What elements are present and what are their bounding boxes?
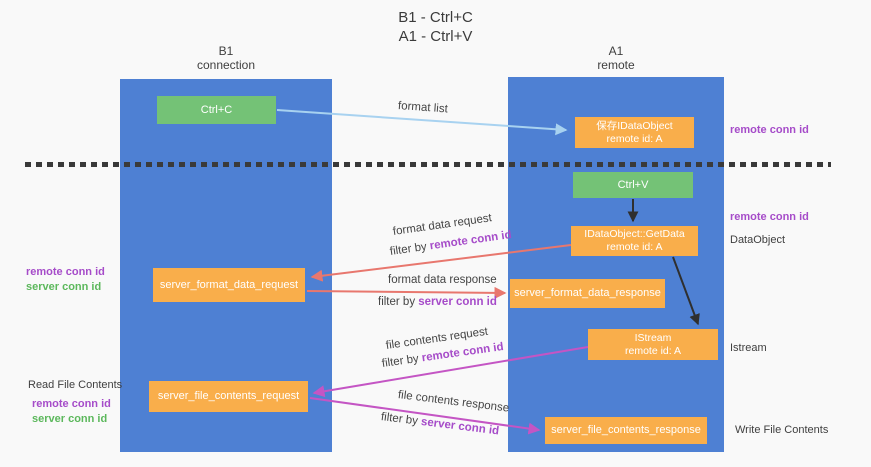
node-server-format-data-request: server_format_data_request bbox=[153, 268, 305, 302]
node-istream-line2: remote id: A bbox=[624, 344, 682, 357]
node-save-idataobject-line2: remote id: A bbox=[606, 132, 663, 145]
node-server-file-contents-response-label: server_file_contents_response bbox=[551, 424, 701, 436]
title-line-2: A1 - Ctrl+V bbox=[398, 28, 473, 45]
node-server-format-data-request-label: server_format_data_request bbox=[159, 278, 299, 291]
side-label-left-remote-conn-id-2: remote conn id bbox=[32, 398, 111, 410]
lifeline-header-b1: B1 connection bbox=[120, 44, 332, 72]
side-label-left-server-conn-id-2: server conn id bbox=[32, 413, 108, 425]
node-idataobject-getdata-line2: remote id: A bbox=[606, 241, 663, 253]
lifeline-b1-role: connection bbox=[196, 58, 256, 72]
lifeline-a1-name: A1 bbox=[608, 44, 624, 58]
label-server-conn-id: server conn id bbox=[420, 415, 500, 438]
label-remote-conn-id: remote conn id bbox=[429, 228, 513, 253]
node-server-file-contents-response: server_file_contents_response bbox=[545, 417, 707, 444]
label-file-contents-response-filter: filter by server conn id bbox=[380, 411, 499, 437]
lifeline-b1-name: B1 bbox=[218, 44, 234, 58]
node-save-idataobject-line1: 保存IDataObject bbox=[596, 119, 673, 132]
node-istream-line1: IStream bbox=[634, 331, 672, 344]
side-label-remote-conn-id-top: remote conn id bbox=[730, 124, 809, 136]
node-idataobject-getdata: IDataObject::GetData remote id: A bbox=[571, 226, 698, 256]
label-filter-prefix: filter by bbox=[380, 411, 422, 428]
node-server-file-contents-request: server_file_contents_request bbox=[149, 381, 308, 412]
node-ctrl-c: Ctrl+C bbox=[157, 96, 276, 124]
node-ctrl-v: Ctrl+V bbox=[573, 172, 693, 198]
node-save-idataobject: 保存IDataObject remote id: A bbox=[575, 117, 694, 148]
side-label-left-remote-conn-id-1: remote conn id bbox=[26, 266, 105, 278]
label-format-data-response: format data response bbox=[388, 274, 497, 286]
label-filter-prefix: filter by bbox=[378, 296, 419, 308]
label-format-list: format list bbox=[397, 100, 449, 116]
lifeline-a1-role: remote bbox=[597, 58, 635, 72]
node-idataobject-getdata-line1: IDataObject::GetData bbox=[584, 228, 685, 240]
diagram-title: B1 - Ctrl+C A1 - Ctrl+V bbox=[0, 8, 871, 46]
side-label-istream: Istream bbox=[730, 342, 767, 354]
side-label-left-server-conn-id-1: server conn id bbox=[26, 281, 102, 293]
title-line-1: B1 - Ctrl+C bbox=[398, 9, 473, 26]
side-label-dataobject: DataObject bbox=[730, 234, 786, 246]
lifeline-header-a1: A1 remote bbox=[508, 44, 724, 72]
label-server-conn-id: server conn id bbox=[418, 296, 497, 308]
side-label-write-file-contents: Write File Contents bbox=[735, 424, 829, 436]
arrow-format-data-response bbox=[306, 286, 507, 299]
side-label-read-file-contents: Read File Contents bbox=[28, 379, 123, 391]
label-filter-prefix: filter by bbox=[389, 240, 431, 258]
node-server-format-data-response-label: server_format_data_response bbox=[514, 287, 661, 299]
side-label-remote-conn-id-mid: remote conn id bbox=[730, 211, 809, 223]
phase-separator-dashed-line bbox=[25, 162, 831, 167]
node-ctrl-v-label: Ctrl+V bbox=[617, 178, 649, 191]
node-server-file-contents-request-label: server_file_contents_request bbox=[157, 390, 300, 402]
label-format-data-response-filter: filter by server conn id bbox=[378, 296, 497, 308]
node-ctrl-c-label: Ctrl+C bbox=[200, 103, 233, 116]
label-filter-prefix: filter by bbox=[381, 352, 423, 370]
node-istream: IStream remote id: A bbox=[588, 329, 718, 360]
node-server-format-data-response: server_format_data_response bbox=[510, 279, 665, 308]
label-file-contents-response: file contents response bbox=[397, 389, 510, 415]
